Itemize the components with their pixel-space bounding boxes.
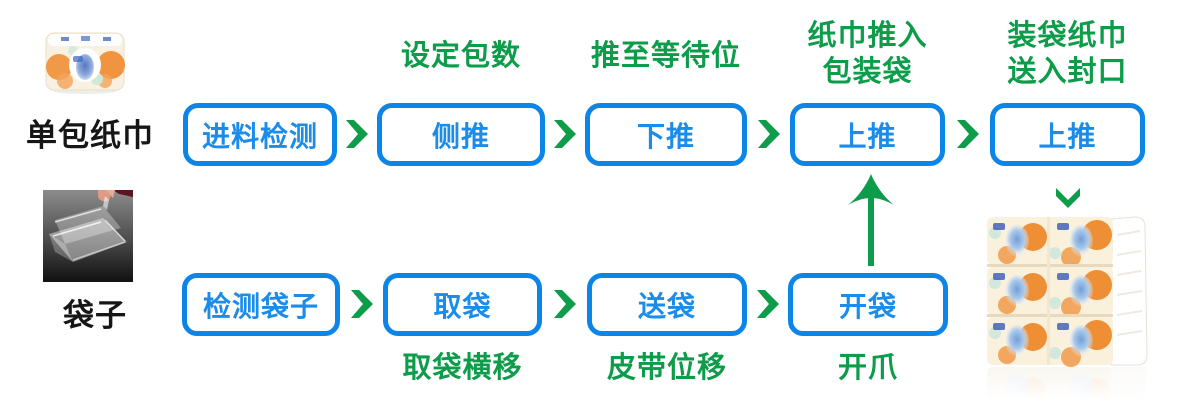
bag-to-push-arrow-icon bbox=[848, 174, 894, 266]
plastic-bag-photo bbox=[43, 190, 133, 282]
packed-tissue-stack-photo bbox=[985, 216, 1150, 400]
to-output-arrow-icon bbox=[1056, 188, 1080, 208]
step-box-down-push: 下推 bbox=[585, 103, 747, 166]
step-box-up-push-bag: 上推 bbox=[790, 103, 945, 166]
step-box-feed-detect: 进料检测 bbox=[183, 103, 337, 166]
note-push-to-wait: 推至等待位 bbox=[590, 40, 741, 72]
step-box-side-push: 侧推 bbox=[377, 103, 545, 166]
step-box-detect-bag: 检测袋子 bbox=[182, 273, 340, 336]
note-tissue-into-bag: 纸巾推入 包装袋 bbox=[807, 20, 928, 88]
note-set-pack-count: 设定包数 bbox=[400, 40, 521, 72]
flow-arrow-icon bbox=[554, 290, 576, 318]
note-open-claw: 开爪 bbox=[837, 352, 898, 384]
top-source-label: 单包纸巾 bbox=[26, 118, 154, 153]
note-send-to-seal: 装袋纸巾 送入封口 bbox=[1007, 20, 1128, 88]
step-box-up-push-seal: 上推 bbox=[990, 103, 1145, 166]
note-take-bag-traverse: 取袋横移 bbox=[402, 352, 523, 384]
step-box-open-bag: 开袋 bbox=[788, 273, 948, 336]
flow-arrow-icon bbox=[957, 120, 979, 148]
bottom-source-label: 袋子 bbox=[63, 298, 127, 333]
step-box-take-bag: 取袋 bbox=[383, 273, 542, 336]
flow-arrow-icon bbox=[757, 290, 779, 318]
flow-arrow-icon bbox=[346, 120, 368, 148]
flow-arrow-icon bbox=[758, 120, 780, 148]
step-box-send-bag: 送袋 bbox=[587, 273, 747, 336]
flow-arrow-icon bbox=[351, 290, 373, 318]
note-belt-shift: 皮带位移 bbox=[606, 352, 727, 384]
flow-arrow-icon bbox=[554, 120, 576, 148]
single-tissue-pack-photo bbox=[45, 32, 125, 94]
